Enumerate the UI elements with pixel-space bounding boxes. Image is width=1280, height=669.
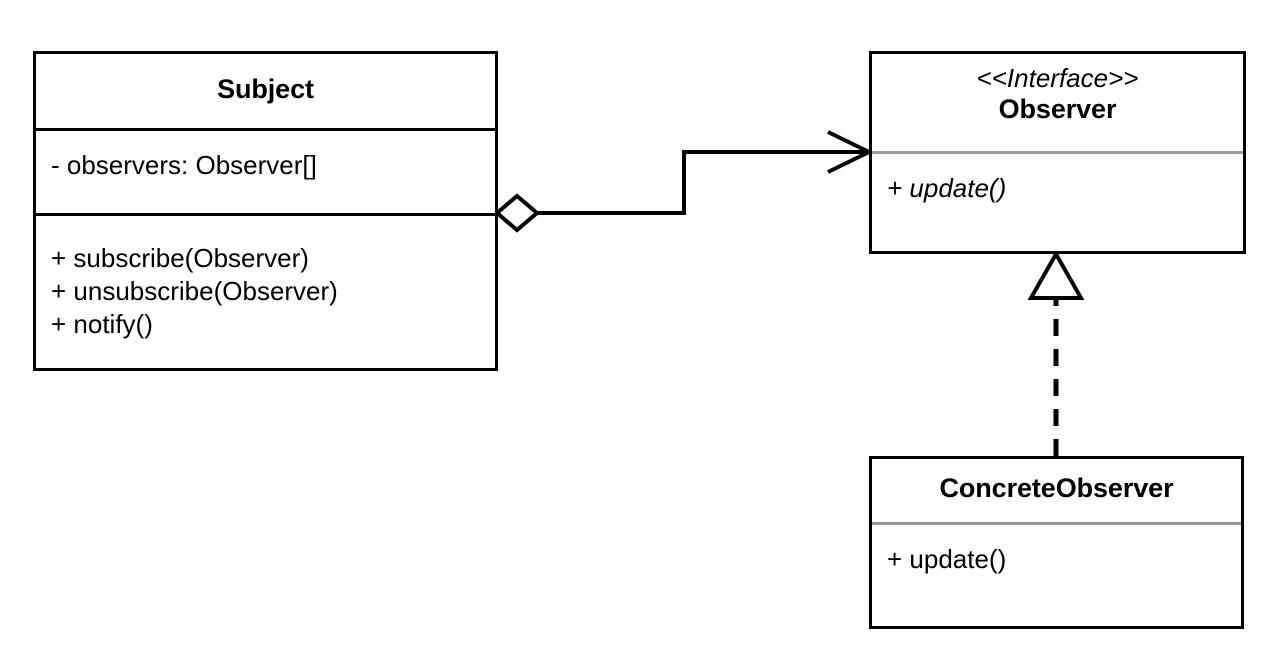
subject-attribute-observers: - observers: Observer[] [51,150,317,180]
aggregation-line [537,150,866,215]
observer-stereotype: <<Interface>> [976,63,1139,93]
class-box-observer[interactable]: <<Interface>> Observer + update() [869,51,1246,254]
subject-attributes-compartment: - observers: Observer[] [36,128,495,213]
observer-methods-compartment: + update() [872,151,1243,251]
class-box-subject[interactable]: Subject - observers: Observer[] + subscr… [33,51,498,371]
subject-title-compartment: Subject [36,54,495,128]
observer-method-update: + update() [887,173,1007,203]
realization-hollow-triangle-icon [1027,249,1085,300]
observer-title-compartment: <<Interface>> Observer [872,54,1243,151]
subject-methods-compartment: + subscribe(Observer) + unsubscribe(Obse… [36,213,495,368]
subject-method-subscribe: + subscribe(Observer) [51,243,309,273]
concreteobserver-class-name: ConcreteObserver [939,473,1174,503]
observer-class-name: Observer [998,94,1117,125]
concreteobserver-title-compartment: ConcreteObserver [872,459,1241,522]
aggregation-connector[interactable] [493,130,874,233]
concreteobserver-method-update: + update() [887,544,1007,574]
realization-connector[interactable] [1027,249,1085,456]
subject-method-unsubscribe: + unsubscribe(Observer) [51,276,338,307]
aggregation-hollow-diamond-icon [493,193,541,233]
concreteobserver-methods-compartment: + update() [872,522,1241,626]
class-box-concreteobserver[interactable]: ConcreteObserver + update() [869,456,1244,629]
subject-method-notify: + notify() [51,309,153,340]
aggregation-open-arrow-icon [827,130,874,174]
subject-class-name: Subject [217,74,314,104]
